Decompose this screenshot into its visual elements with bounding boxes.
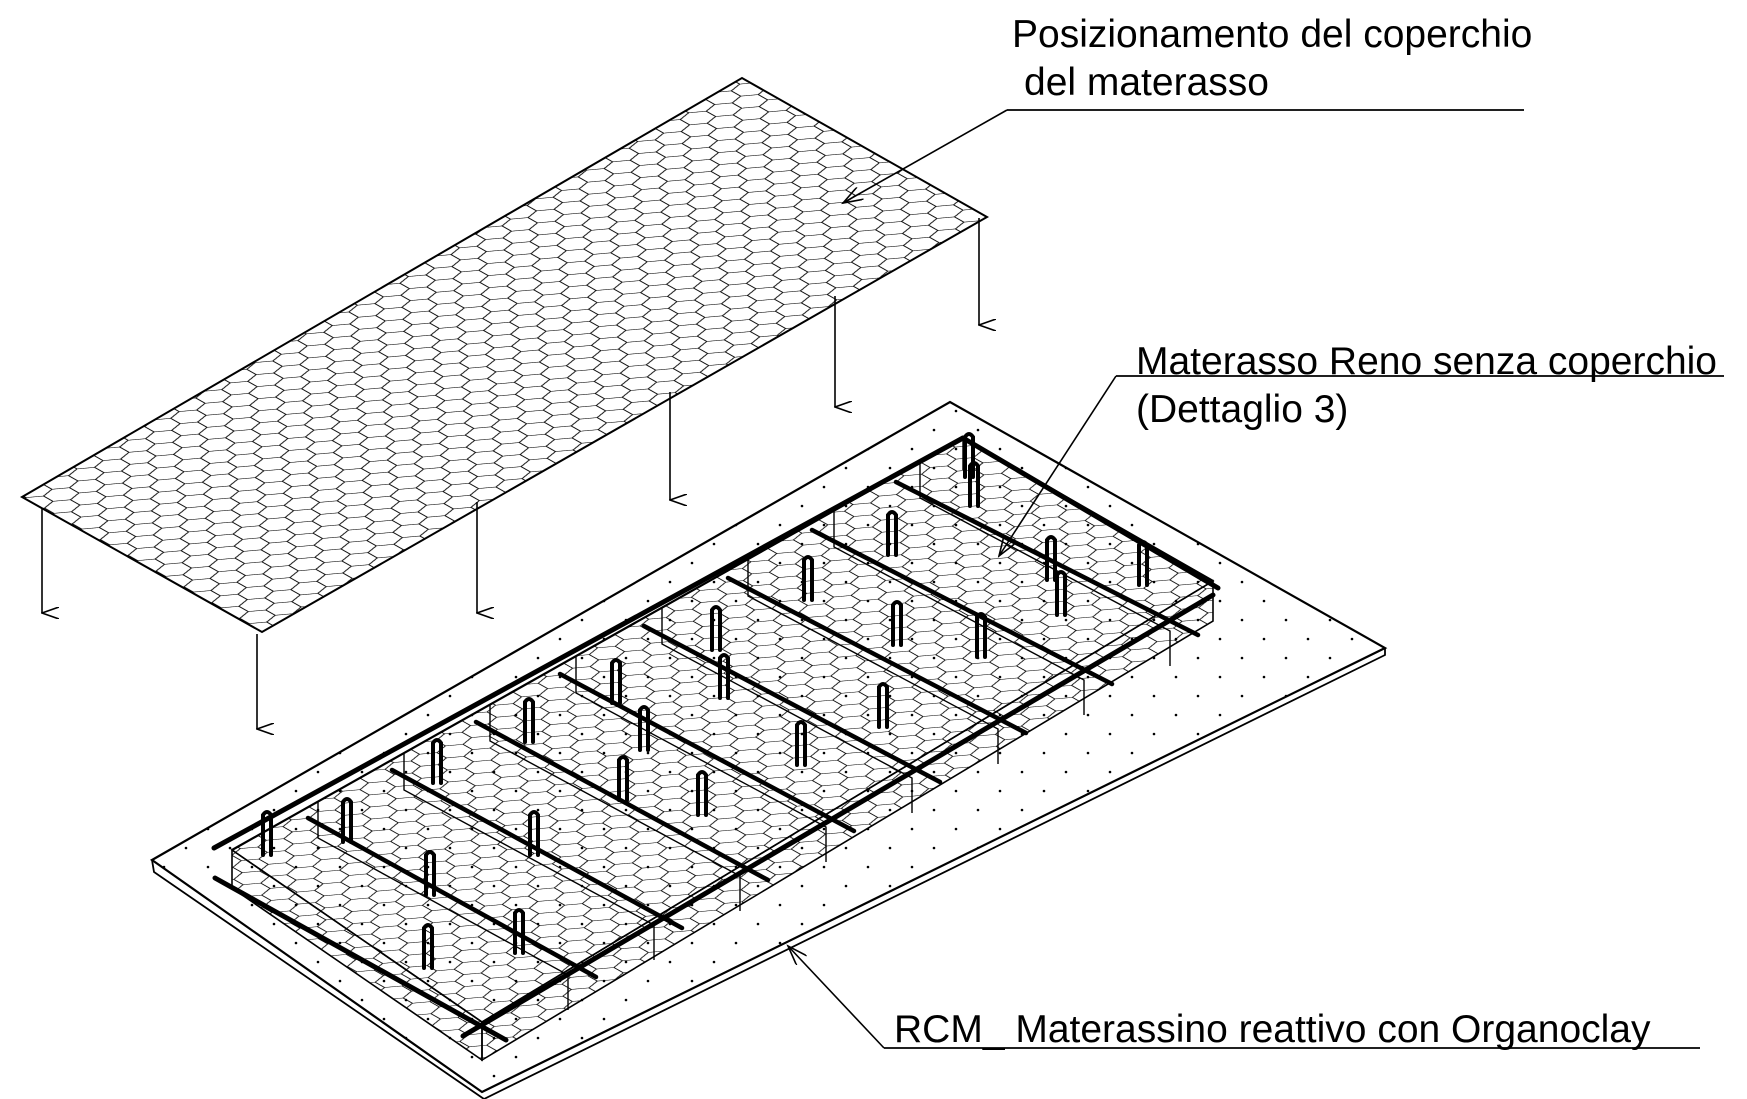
leader-rcm: RCM_ Materassino reattivo con Organoclay [788,946,1700,1051]
leader-mattress: Materasso Reno senza coperchio (Dettagli… [999,340,1724,556]
mattress-label-line1: Materasso Reno senza coperchio [1136,340,1717,383]
rcm-label: RCM_ Materassino reattivo con Organoclay [894,1008,1651,1051]
placement-arrows [42,218,979,729]
mattress-label-line2: (Dettaglio 3) [1136,388,1348,431]
reno-mattress [211,432,1221,1062]
mattress-cover-panel [19,76,990,634]
stiffener-bars [261,432,1149,970]
leader-cover: Posizionamento del coperchio del materas… [843,13,1532,203]
cover-label-line1: Posizionamento del coperchio [1012,13,1532,56]
edge-bars [211,435,1221,1043]
cover-label-line2: del materasso [1024,61,1269,104]
diaphragms [317,462,1171,1010]
